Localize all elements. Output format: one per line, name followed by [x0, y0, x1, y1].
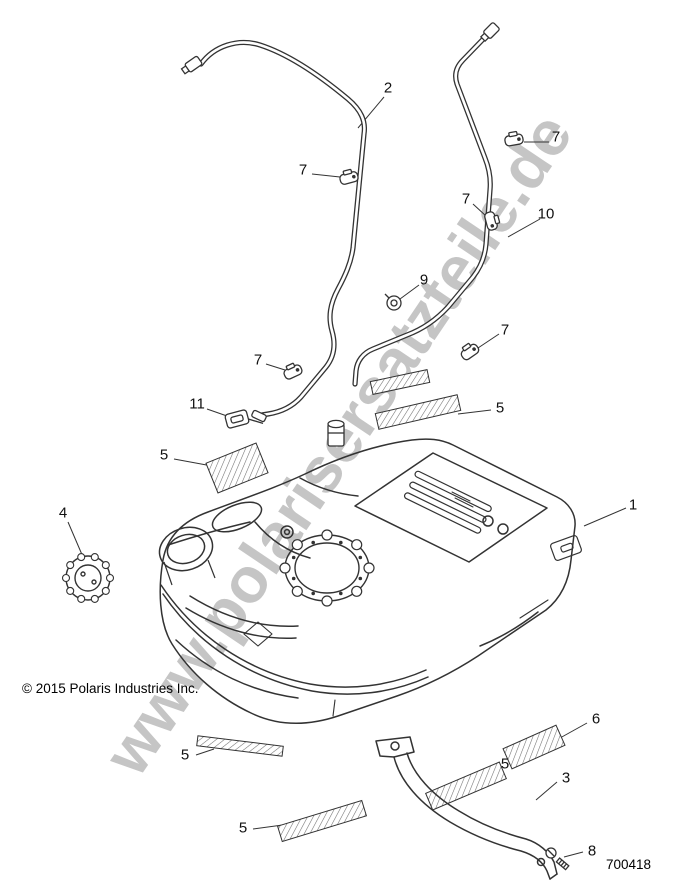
tank-outlet-fitting	[327, 419, 345, 447]
callout-5a: 5	[495, 399, 505, 417]
leader-lines	[67, 96, 627, 858]
callout-9: 9	[419, 271, 429, 289]
screw-icon	[545, 847, 570, 871]
foam-strip-hose	[374, 394, 462, 430]
clip-icon	[283, 362, 303, 380]
callout-10: 10	[537, 205, 555, 223]
vent-line-hose	[352, 22, 500, 387]
clip-icon	[460, 342, 480, 361]
copyright-text: © 2015 Polaris Industries Inc.	[22, 681, 199, 696]
fuel-cap	[61, 553, 115, 603]
callout-7e: 7	[253, 351, 263, 369]
callout-2: 2	[383, 79, 393, 97]
callout-7d: 7	[500, 321, 510, 339]
callout-8: 8	[587, 842, 597, 860]
hose-fitting-icon	[180, 55, 203, 75]
callout-5b: 5	[159, 446, 169, 464]
hose-end-fitting-icon	[251, 409, 267, 423]
fuel-tank-body	[159, 438, 582, 724]
clip-icon	[484, 211, 501, 231]
foam-strip-bottom-mid	[425, 761, 507, 811]
grommet-icon	[384, 293, 402, 311]
clip-icon	[504, 130, 524, 147]
callout-5e: 5	[238, 819, 248, 837]
fuel-pump-ring	[279, 529, 375, 607]
callout-7b: 7	[298, 161, 308, 179]
callout-6: 6	[591, 710, 601, 728]
vent-fitting-icon	[479, 22, 500, 43]
tank-strap-bracket	[375, 736, 558, 880]
callout-5d: 5	[500, 755, 510, 773]
foam-strips	[196, 369, 566, 843]
foam-strip-bottom	[276, 799, 368, 843]
callout-11: 11	[189, 395, 205, 413]
clip-icon	[339, 168, 359, 185]
callout-3: 3	[561, 769, 571, 787]
retainer-clip-icon	[224, 409, 264, 429]
callout-4: 4	[58, 504, 68, 522]
foam-strip-right	[502, 724, 566, 770]
fuel-line-front-hose	[180, 39, 368, 423]
callout-5c: 5	[180, 746, 190, 764]
callout-1: 1	[628, 496, 638, 514]
foam-strip-bottom-left	[196, 735, 284, 757]
hose-clips	[283, 130, 524, 380]
filler-neck	[158, 526, 216, 586]
part-number: 700418	[606, 857, 652, 872]
callout-7a: 7	[551, 128, 561, 146]
foam-pad-left	[205, 442, 269, 494]
callout-7c: 7	[461, 190, 471, 208]
